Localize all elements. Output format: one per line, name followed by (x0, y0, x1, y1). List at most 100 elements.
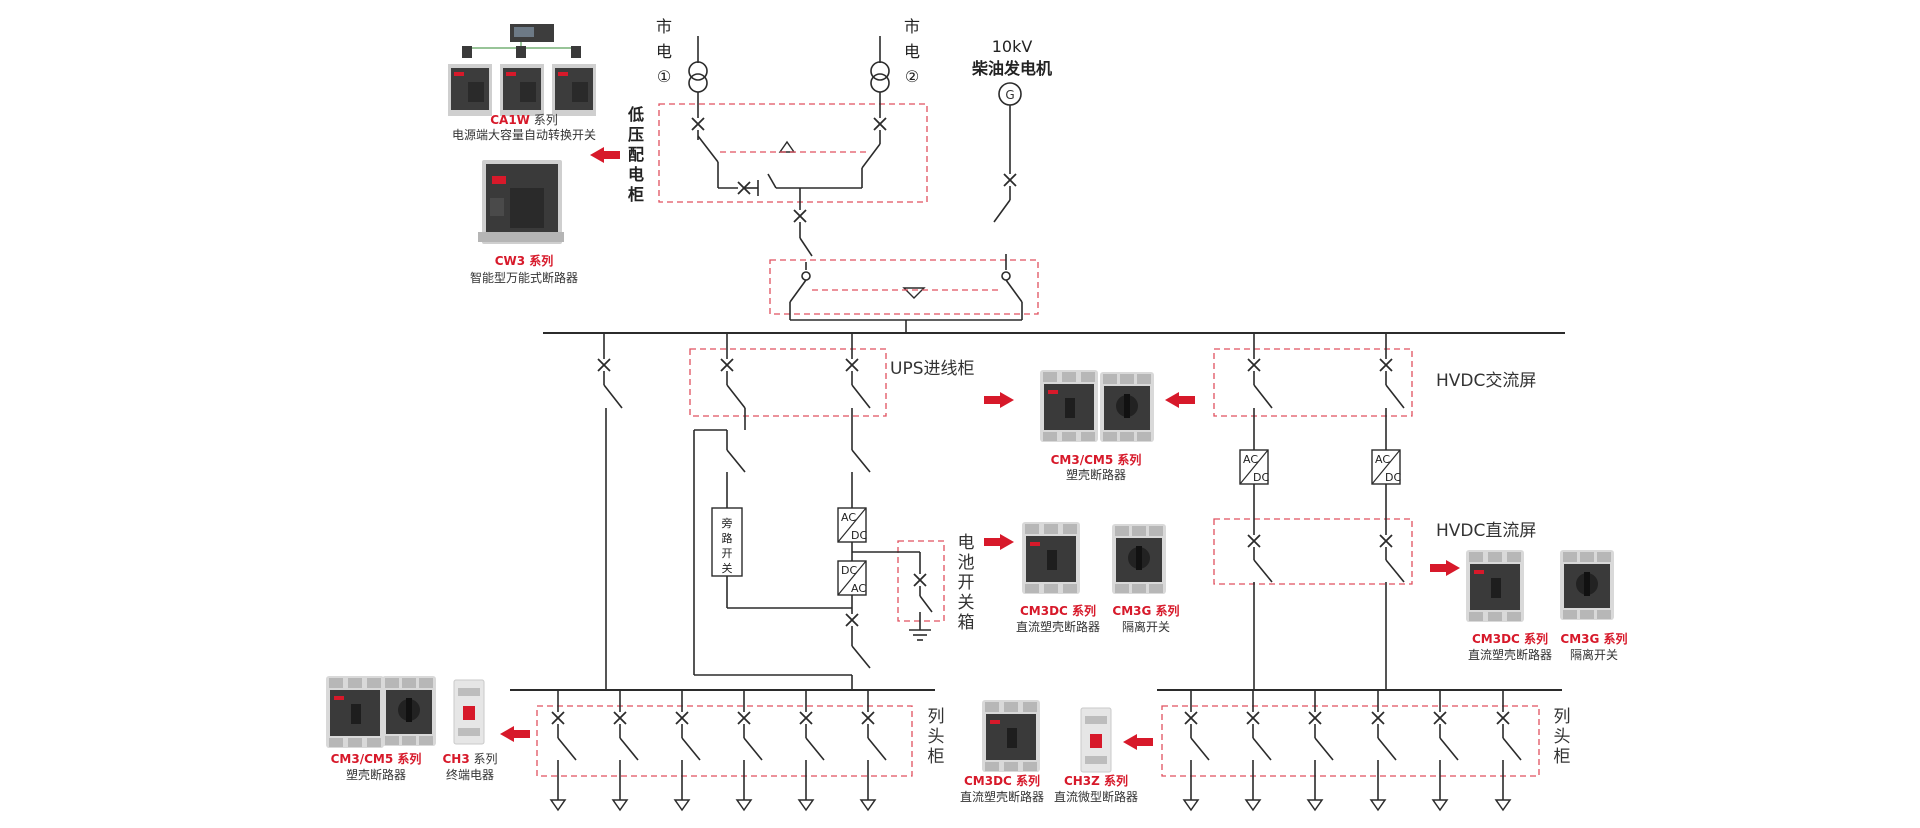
ats-interlock-triangle-icon (902, 287, 926, 299)
breaker-icon (1308, 711, 1322, 725)
cm3dc-bottom-product-image (982, 700, 1040, 772)
ats-box (769, 259, 1039, 315)
right-output-feeder-5 (1432, 690, 1459, 811)
cw3-desc: 智能型万能式断路器 (470, 270, 578, 285)
hvdc-dc-box (1213, 518, 1413, 585)
breaker-icon (1371, 711, 1385, 725)
breaker-icon (675, 711, 689, 725)
mains2-char-2: 电 (904, 42, 920, 61)
cm3g-right-desc: 隔离开关 (1570, 647, 1618, 662)
ca1w-suffix: 系列 (530, 113, 558, 127)
interlock-triangle-icon (778, 140, 796, 153)
right-output-feeder-2 (1245, 690, 1272, 811)
ups-rect-ac-label: AC (841, 511, 856, 524)
hvdc2-ac-label: AC (1375, 453, 1390, 466)
lv-char-5: 柜 (628, 185, 644, 204)
load-triangle-icon (798, 799, 814, 811)
breaker-icon (1246, 711, 1260, 725)
cm3dc-mid-product-image (1022, 522, 1080, 594)
low-voltage-cabinet-box (658, 103, 928, 203)
hvdc-rectifier-2-icon: AC DC (1371, 449, 1401, 485)
cm3dc-bottom-name: CM3DC 系列 (964, 773, 1040, 788)
hvdc-ac-box (1213, 348, 1413, 417)
ch3-suffix: 系列 (470, 752, 498, 766)
load-triangle-icon (1307, 799, 1323, 811)
right-output-feeder-4 (1370, 690, 1397, 811)
battery-char-4: 关 (958, 593, 975, 613)
left-output-feeder-1 (550, 690, 577, 811)
cm3dc-right-product-image (1466, 550, 1524, 622)
battery-char-2: 池 (958, 553, 975, 573)
hvdc1-ac-label: AC (1243, 453, 1258, 466)
col-right-char-2: 头 (1554, 727, 1571, 747)
generator-name: 柴油发电机 (971, 59, 1052, 78)
generator-kv: 10kV (992, 37, 1033, 56)
col-left-char-3: 柜 (928, 747, 945, 767)
col-left-char-2: 头 (928, 727, 945, 747)
battery-box (897, 540, 945, 622)
cm3g-mid-name: CM3G 系列 (1112, 603, 1179, 618)
breaker-icon (1184, 711, 1198, 725)
cm3-cm5-left-name: CM3/CM5 系列 (331, 751, 422, 766)
mains2-char-3: ② (905, 67, 919, 86)
col-right-char-3: 柜 (1554, 747, 1571, 767)
ups-rect-dc-label: DC (851, 529, 867, 542)
lv-char-3: 配 (628, 145, 644, 164)
ups-input-label: UPS进线柜 (890, 359, 975, 379)
cm3-cm5-left-desc: 塑壳断路器 (346, 767, 406, 782)
left-output-feeder-2 (612, 690, 639, 811)
bypass-char-2: 路 (722, 532, 733, 545)
ca1w-product-image (448, 24, 596, 116)
arrow-hvdc-to-mccb (1165, 392, 1195, 408)
col-left-char-1: 列 (928, 707, 945, 727)
battery-char-1: 电 (958, 533, 975, 553)
mains1-char-3: ① (657, 67, 671, 86)
cw3-name: CW3 系列 (495, 253, 554, 268)
breaker-icon (1433, 711, 1447, 725)
ca1w-name: CA1W (490, 113, 530, 127)
ch3z-product-image (1080, 707, 1112, 773)
breaker-icon (737, 711, 751, 725)
load-triangle-icon (1183, 799, 1199, 811)
bypass-char-1: 旁 (722, 516, 733, 530)
right-output-feeder-6 (1495, 690, 1522, 811)
breaker-icon (799, 711, 813, 725)
mains1-char-2: 电 (656, 42, 672, 61)
breaker-icon (551, 711, 565, 725)
hvdc-dc-label: HVDC直流屏 (1436, 521, 1536, 541)
ch3-desc: 终端电器 (446, 767, 494, 782)
arrow-battery-to-dc (984, 534, 1014, 550)
col-right-char-1: 列 (1554, 707, 1571, 727)
bypass-char-4: 关 (722, 561, 733, 575)
breaker-icon (861, 711, 875, 725)
ups-rectifier-acdc-icon: AC DC (837, 507, 867, 543)
cm3dc-right-desc: 直流塑壳断路器 (1468, 647, 1552, 662)
load-triangle-icon (860, 799, 876, 811)
arrow-right-column-products (1123, 734, 1153, 750)
arrow-left-column-products (500, 726, 530, 742)
hvdc-rectifier-1-icon: AC DC (1239, 449, 1269, 485)
hvdc2-dc-label: DC (1385, 471, 1401, 484)
ups-input-box (689, 348, 887, 417)
cm3-cm5-mid-name: CM3/CM5 系列 (1051, 452, 1142, 467)
load-triangle-icon (1245, 799, 1261, 811)
lv-char-4: 电 (628, 165, 644, 184)
cm3dc-bottom-desc: 直流塑壳断路器 (960, 789, 1044, 804)
mains1-transformer-icon (688, 36, 708, 118)
cw3-product-image (478, 160, 564, 244)
load-triangle-icon (1432, 799, 1448, 811)
cm3g-mid-product-image (1112, 524, 1166, 594)
lv-char-2: 压 (628, 125, 644, 144)
ch3z-name: CH3Z 系列 (1064, 773, 1128, 788)
hvdc-ac-label: HVDC交流屏 (1436, 371, 1536, 391)
load-triangle-icon (612, 799, 628, 811)
ch3-product-image (453, 679, 485, 745)
arrow-ups-to-mccb (984, 392, 1014, 408)
bypass-char-3: 开 (722, 547, 733, 560)
arrow-hvdcdc-to-products (1430, 560, 1460, 576)
hvdc1-dc-label: DC (1253, 471, 1269, 484)
arrow-to-lv-products (590, 147, 620, 163)
cm3g-mid-desc: 隔离开关 (1122, 619, 1170, 634)
mains1-char-1: 市 (656, 17, 672, 36)
